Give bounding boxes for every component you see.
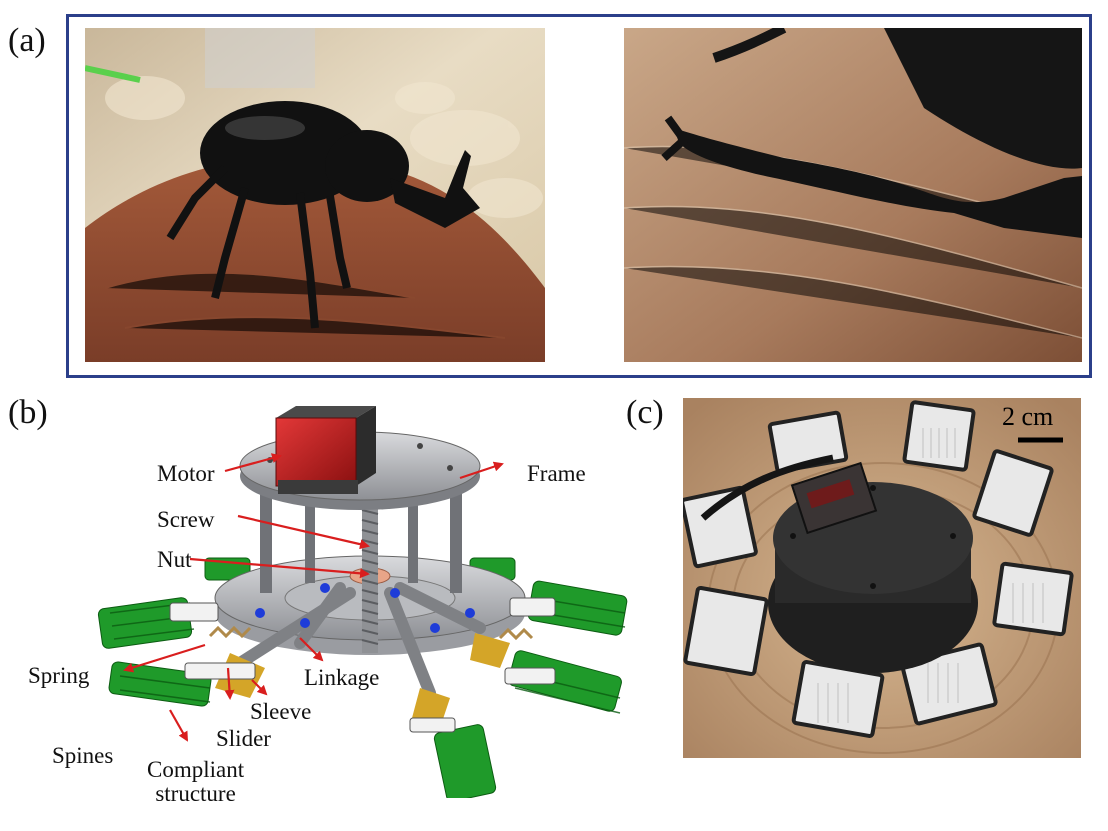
label-screw: Screw — [157, 507, 215, 532]
scale-bar-label: 2 cm — [1002, 402, 1054, 431]
label-frame: Frame — [527, 461, 586, 486]
label-spring: Spring — [28, 663, 90, 688]
label-sleeve: Sleeve — [250, 699, 312, 724]
panel-label-b: (b) — [8, 394, 48, 431]
panel-label-a: (a) — [8, 22, 46, 59]
climbing-robot-cad-diagram — [97, 406, 628, 798]
label-compliant-structure: Compliant structure — [147, 758, 244, 806]
label-compliant-line1: Compliant — [147, 757, 245, 782]
label-compliant-line2: structure — [155, 781, 236, 806]
panel-a-frame — [66, 14, 1092, 378]
label-slider: Slider — [216, 726, 271, 751]
label-motor: Motor — [157, 461, 215, 486]
label-spines: Spines — [52, 743, 114, 768]
label-nut: Nut — [157, 547, 192, 572]
robot-prototype-photo — [683, 398, 1081, 758]
beetle-photo-left — [85, 28, 545, 362]
panel-label-c: (c) — [626, 394, 664, 431]
beetle-leg-photo-right — [624, 28, 1082, 362]
label-linkage: Linkage — [304, 665, 380, 690]
